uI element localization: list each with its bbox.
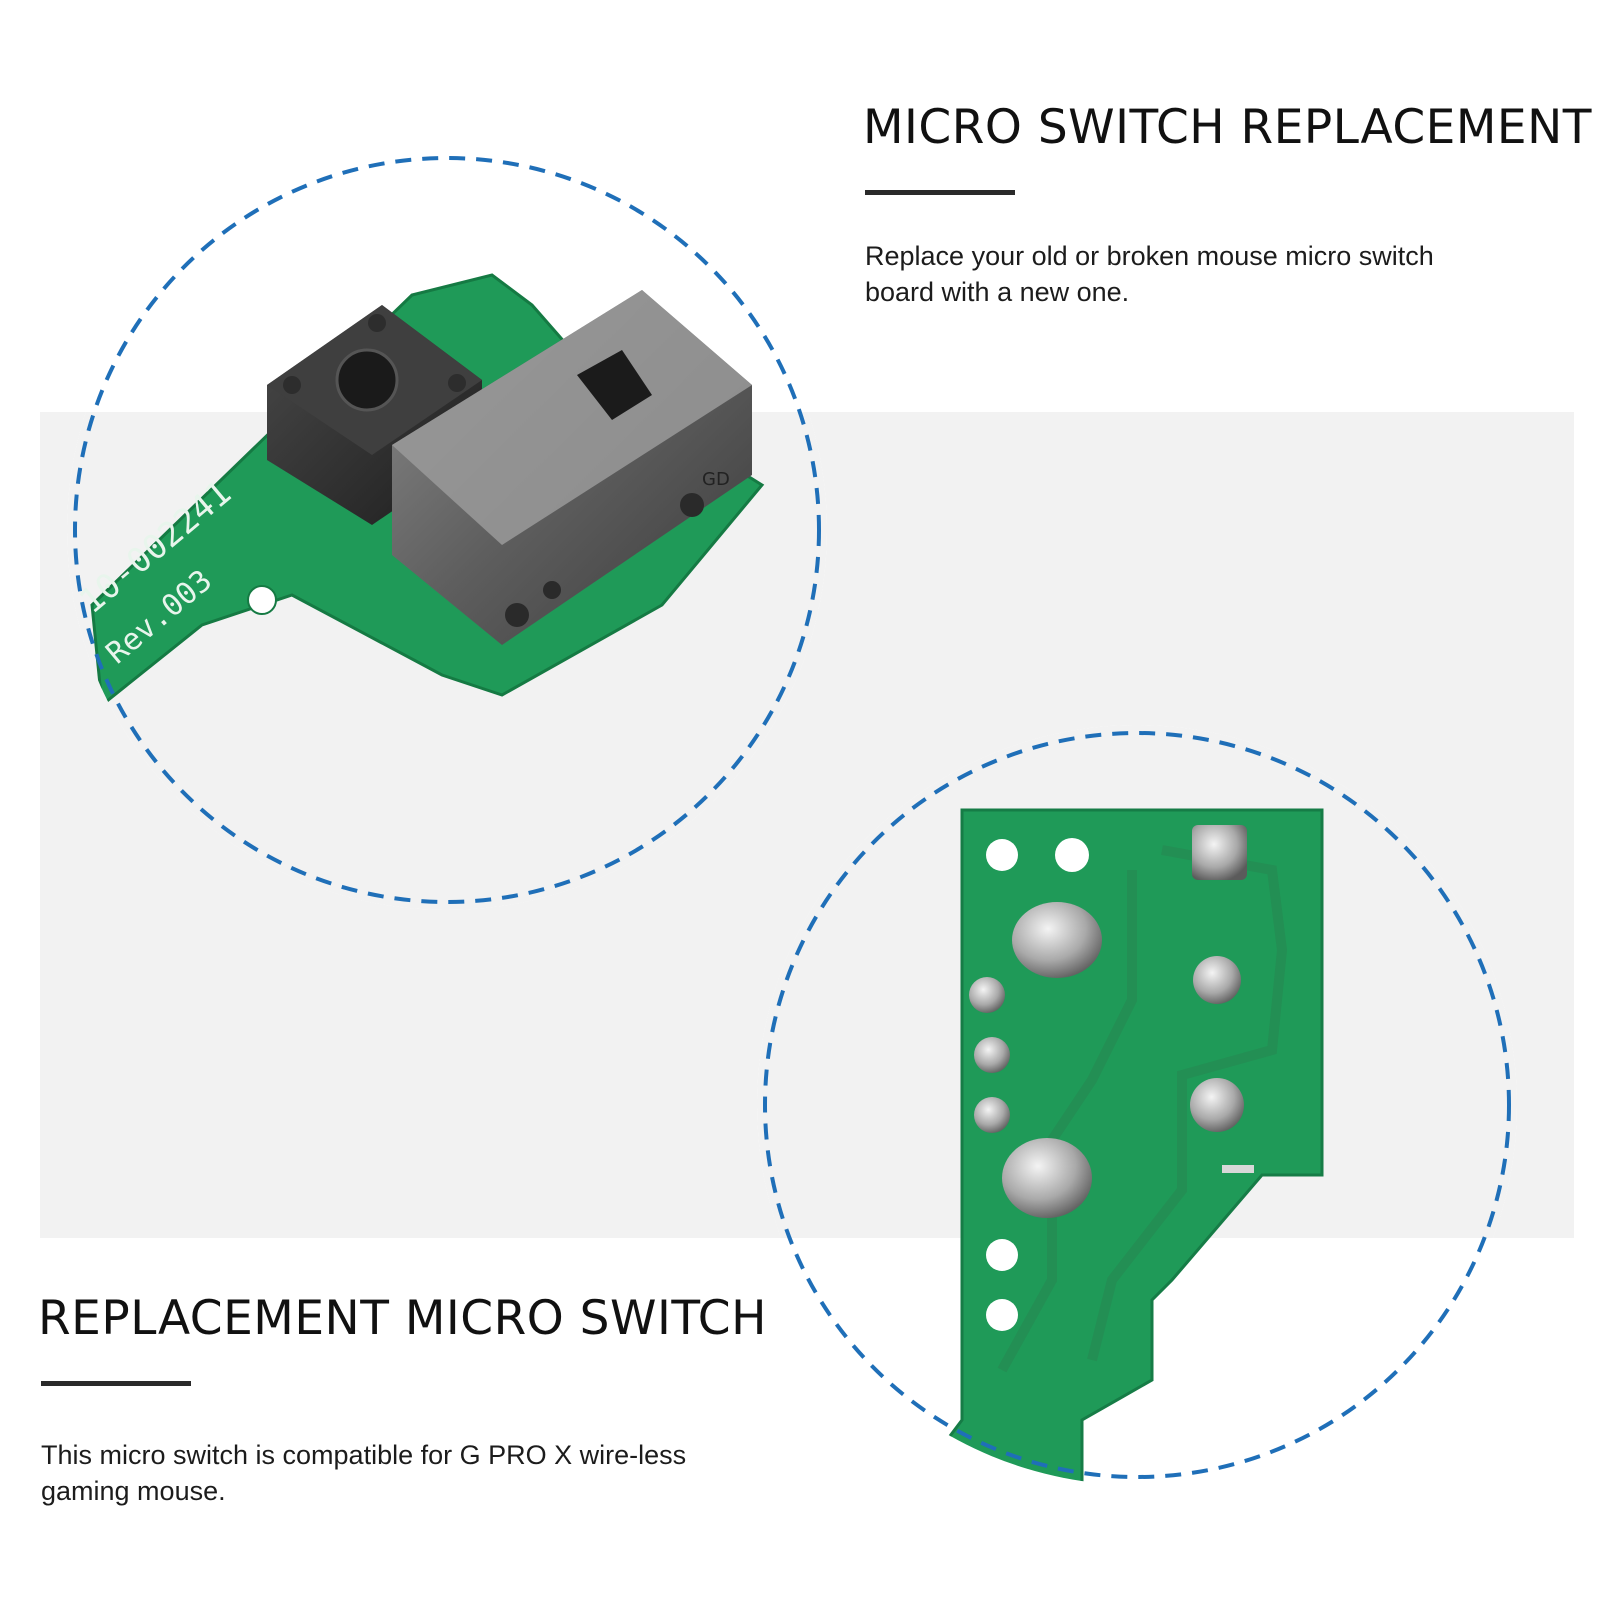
micro-switch: GD bbox=[392, 290, 752, 645]
solder-joint bbox=[1190, 1078, 1244, 1132]
dashed-ring bbox=[763, 731, 1511, 1479]
solder-joint bbox=[974, 1037, 1010, 1073]
solder-pad bbox=[1192, 825, 1247, 880]
mounting-hole bbox=[247, 585, 277, 615]
switch-marking: GD bbox=[702, 469, 730, 490]
dashed-ring bbox=[73, 156, 821, 904]
title-underline bbox=[865, 190, 1015, 195]
pcb-trace bbox=[1087, 845, 1288, 1362]
micro-switch-board-photo: 10-002241 Rev.003 GD bbox=[67, 150, 827, 910]
solder-joint bbox=[969, 977, 1005, 1013]
solder-joint bbox=[1012, 902, 1102, 978]
pcb-trace bbox=[997, 870, 1137, 1373]
section-description-compatibility: This micro switch is compatible for G PR… bbox=[41, 1440, 687, 1506]
title-underline bbox=[41, 1381, 191, 1386]
section-title-replacement-micro-switch: REPLACEMENT MICRO SWITCH bbox=[38, 1291, 767, 1346]
solder-joint bbox=[974, 1097, 1010, 1133]
pcb-solder-side-photo bbox=[757, 725, 1517, 1485]
solder-joint bbox=[1193, 956, 1241, 1004]
switch-plunger bbox=[577, 350, 652, 420]
section-title-micro-switch-replacement: MICRO SWITCH REPLACEMENT bbox=[863, 100, 1592, 155]
section-description-replacement: Replace your old or broken mouse micro s… bbox=[865, 241, 1434, 307]
solder-joint bbox=[1002, 1138, 1092, 1218]
